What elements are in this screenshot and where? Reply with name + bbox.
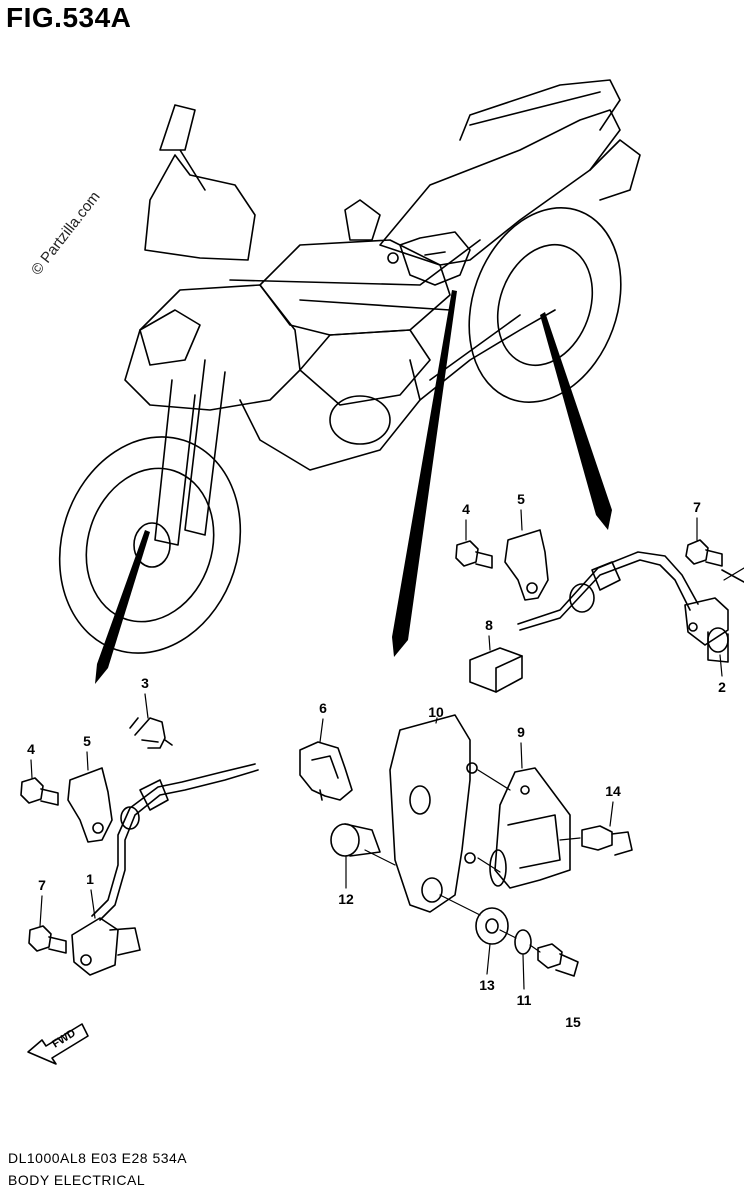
front-fork bbox=[154, 359, 226, 546]
clip-3 bbox=[129, 717, 173, 749]
motorcycle-outline bbox=[58, 79, 641, 654]
arrow-relay bbox=[392, 290, 457, 657]
figure-title: FIG.534A bbox=[6, 2, 132, 33]
bolt-lower-left-2 bbox=[28, 925, 67, 954]
callout-1: 1 bbox=[86, 871, 94, 887]
front-grommet bbox=[139, 779, 169, 811]
grommet-13 bbox=[475, 907, 509, 945]
mirror-right bbox=[344, 199, 381, 241]
fuel-tank bbox=[259, 239, 451, 336]
relay-assembly bbox=[399, 231, 471, 286]
arrow-front-sensor bbox=[95, 530, 150, 684]
rear-grommet-ring bbox=[569, 583, 595, 613]
front-sensor-cable-2 bbox=[91, 763, 256, 917]
rear-sensor-tip bbox=[707, 627, 729, 653]
callout-7-top: 7 bbox=[693, 499, 701, 515]
dash-line bbox=[721, 569, 744, 583]
callout-14: 14 bbox=[605, 783, 621, 799]
callout-2: 2 bbox=[718, 679, 726, 695]
callout-12: 12 bbox=[338, 891, 354, 907]
headlight bbox=[139, 309, 201, 366]
front-sensor-body bbox=[71, 917, 119, 976]
callout-15: 15 bbox=[565, 1014, 581, 1030]
seat bbox=[379, 109, 621, 266]
luggage-rack bbox=[459, 79, 621, 141]
bolt-14 bbox=[581, 825, 633, 856]
callout-5-left: 5 bbox=[83, 733, 91, 749]
relay-9 bbox=[489, 767, 571, 889]
front-sensor-hole bbox=[80, 954, 92, 966]
front-fairing bbox=[124, 284, 301, 411]
assembly-lines bbox=[364, 567, 744, 953]
bolt-15 bbox=[537, 943, 579, 977]
callout-9: 9 bbox=[517, 724, 525, 740]
front-sensor-stem bbox=[109, 927, 141, 956]
callout-11: 11 bbox=[517, 992, 532, 1008]
frame bbox=[229, 239, 481, 311]
rear-sensor-body bbox=[684, 597, 729, 646]
mirror-left bbox=[159, 104, 206, 191]
front-wheel-sensor bbox=[71, 763, 259, 976]
fwd-arrow: FWD bbox=[27, 1023, 89, 1065]
windscreen bbox=[144, 154, 256, 261]
callout-5-top: 5 bbox=[517, 491, 525, 507]
front-disc bbox=[85, 467, 215, 623]
callout-leaders bbox=[30, 509, 723, 990]
callout-7-left: 7 bbox=[38, 877, 46, 893]
callout-13: 13 bbox=[479, 977, 495, 993]
relay-bolt bbox=[387, 252, 399, 264]
leader-arrows bbox=[95, 290, 612, 684]
front-sensor-cable bbox=[99, 769, 259, 921]
rear-cable-grommet bbox=[591, 561, 621, 591]
rear-sensor-cable-2 bbox=[517, 551, 699, 625]
rear-sensor-hole bbox=[688, 622, 698, 632]
rear-sensor-cable bbox=[519, 559, 691, 631]
callout-6: 6 bbox=[319, 700, 327, 716]
bolt-lower-left bbox=[20, 777, 59, 806]
callout-labels: 1 2 3 4 4 5 5 6 7 7 8 9 10 11 12 13 14 1… bbox=[27, 491, 726, 1030]
arrow-rear-sensor bbox=[540, 312, 612, 530]
figure-code: DL1000AL8 E03 E28 534A bbox=[8, 1150, 188, 1166]
clamp-lower bbox=[67, 767, 113, 843]
side-cover bbox=[299, 329, 431, 406]
bolt-upper bbox=[455, 540, 493, 569]
washer-11 bbox=[514, 929, 532, 955]
tail bbox=[589, 139, 641, 201]
callout-4-left: 4 bbox=[27, 741, 35, 757]
rear-disc bbox=[496, 243, 594, 367]
rear-wheel bbox=[468, 207, 622, 403]
rear-wheel-sensor bbox=[517, 551, 744, 663]
engine-cover bbox=[329, 395, 391, 445]
connector-cover bbox=[469, 647, 523, 693]
callout-10: 10 bbox=[428, 704, 444, 720]
bushing-12 bbox=[330, 823, 381, 857]
rear-sensor-stem bbox=[707, 631, 729, 663]
bracket-10 bbox=[389, 714, 478, 913]
bolt-upper-right bbox=[685, 539, 723, 567]
section-title: BODY ELECTRICAL bbox=[8, 1172, 146, 1188]
front-hub bbox=[133, 522, 171, 568]
clamp-upper bbox=[504, 529, 549, 601]
holder-6 bbox=[299, 741, 353, 801]
front-grommet-ring bbox=[120, 806, 140, 830]
front-wheel bbox=[58, 436, 242, 654]
callout-8: 8 bbox=[485, 617, 493, 633]
engine bbox=[239, 359, 421, 471]
callout-3: 3 bbox=[141, 675, 149, 691]
callout-4-top: 4 bbox=[462, 501, 470, 517]
